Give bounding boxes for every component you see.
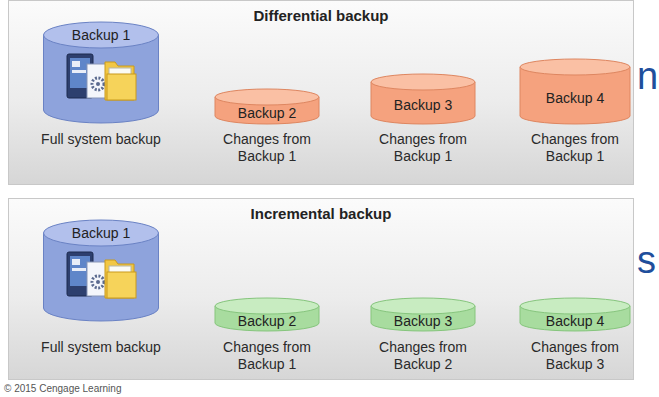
backup-caption: Full system backup [26,339,176,356]
backup-label: Backup 3 [394,97,452,113]
backup-cylinder: Backup 2 Changes from Backup 1 [207,88,327,165]
backup-caption: Changes from Backup 2 [363,339,483,373]
backup-cylinder: Backup 1 Full system backup [26,21,176,148]
backup-label: Backup 1 [72,27,130,43]
backup-cylinder: Backup 4 Changes from Backup 1 [515,58,635,165]
backup-caption: Changes from Backup 1 [207,131,327,165]
backup-label: Backup 1 [72,225,130,241]
backup-caption: Full system backup [26,131,176,148]
panel-title: Incremental backup [9,205,633,223]
slide-letter: s [637,240,656,280]
backup-cylinder: Backup 4 Changes from Backup 3 [515,297,635,373]
backup-caption: Changes from Backup 1 [207,339,327,373]
backup-label: Backup 3 [394,313,452,329]
backup-panel: Differential backupBackup 1 Full system b… [8,0,634,185]
slide-letter: n [637,56,658,96]
panel-title: Differential backup [9,7,633,25]
backup-label: Backup 4 [546,313,604,329]
backup-caption: Changes from Backup 1 [515,131,635,165]
backup-caption: Changes from Backup 1 [363,131,483,165]
backup-panel: Incremental backupBackup 1 Full system ba… [8,198,634,380]
copyright-caption: © 2015 Cengage Learning [4,383,121,394]
backup-label: Backup 4 [546,90,604,106]
backup-cylinder: Backup 1 Full system backup [26,219,176,356]
backup-caption: Changes from Backup 3 [515,339,635,373]
backup-label: Backup 2 [238,313,296,329]
backup-label: Backup 2 [238,105,296,121]
backup-cylinder: Backup 2 Changes from Backup 1 [207,297,327,373]
backup-cylinder: Backup 3 Changes from Backup 1 [363,73,483,165]
backup-cylinder: Backup 3 Changes from Backup 2 [363,297,483,373]
